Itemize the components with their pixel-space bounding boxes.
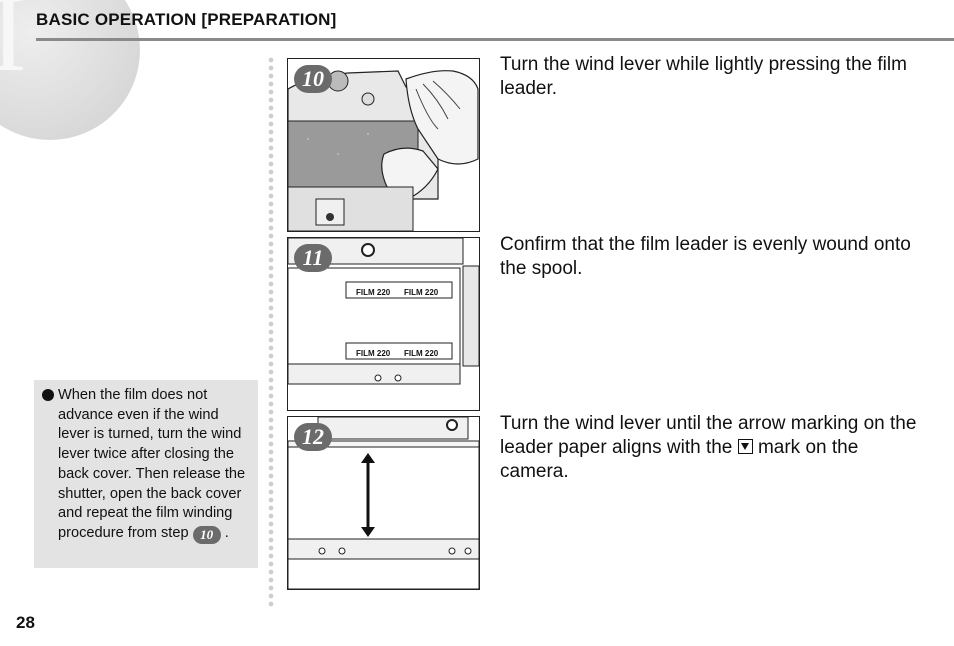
figure-step-10: 10 (287, 58, 480, 232)
bullet-icon (42, 389, 54, 401)
dotted-divider (266, 56, 276, 608)
figure-step-11: FILM 220 FILM 220 FILM 220 FILM 220 11 (287, 237, 480, 411)
step-badge-12: 12 (294, 423, 332, 451)
note-text: When the film does not advance even if t… (58, 386, 254, 544)
down-triangle-mark-icon (737, 439, 753, 454)
chapter-numeral: I (0, 0, 27, 94)
header-rule (36, 38, 954, 41)
step-12-text-before: Turn the wind lever until the arrow mark… (500, 413, 917, 458)
figure-step-12: 12 (287, 416, 480, 590)
step-badge-10: 10 (294, 65, 332, 93)
film-strip-label-top-right: FILM 220 (404, 288, 439, 297)
film-strip-label-top-left: FILM 220 (356, 288, 391, 297)
note-body: When the film does not advance even if t… (58, 387, 246, 541)
step-12-text-after: mark on the camera. (500, 437, 859, 482)
film-strip-label-bottom-left: FILM 220 (356, 349, 391, 358)
note-end: . (224, 524, 229, 541)
camera-illustration-wind-lever (288, 59, 479, 231)
step-badge-11: 11 (294, 244, 332, 272)
page-title: BASIC OPERATION [PREPARATION] (36, 10, 337, 29)
note-step-badge: 10 (192, 525, 221, 544)
film-strip-label-bottom-right: FILM 220 (404, 349, 439, 358)
step-12-text: Turn the wind lever until the arrow mark… (500, 412, 920, 484)
film-spool-illustration (288, 238, 479, 410)
note-box: When the film does not advance even if t… (34, 380, 258, 568)
step-11-text: Confirm that the film leader is evenly w… (500, 234, 911, 279)
page-number: 28 (16, 613, 35, 632)
step-10-text: Turn the wind lever while lightly pressi… (500, 54, 907, 99)
chapter-marker: I (0, 0, 140, 140)
